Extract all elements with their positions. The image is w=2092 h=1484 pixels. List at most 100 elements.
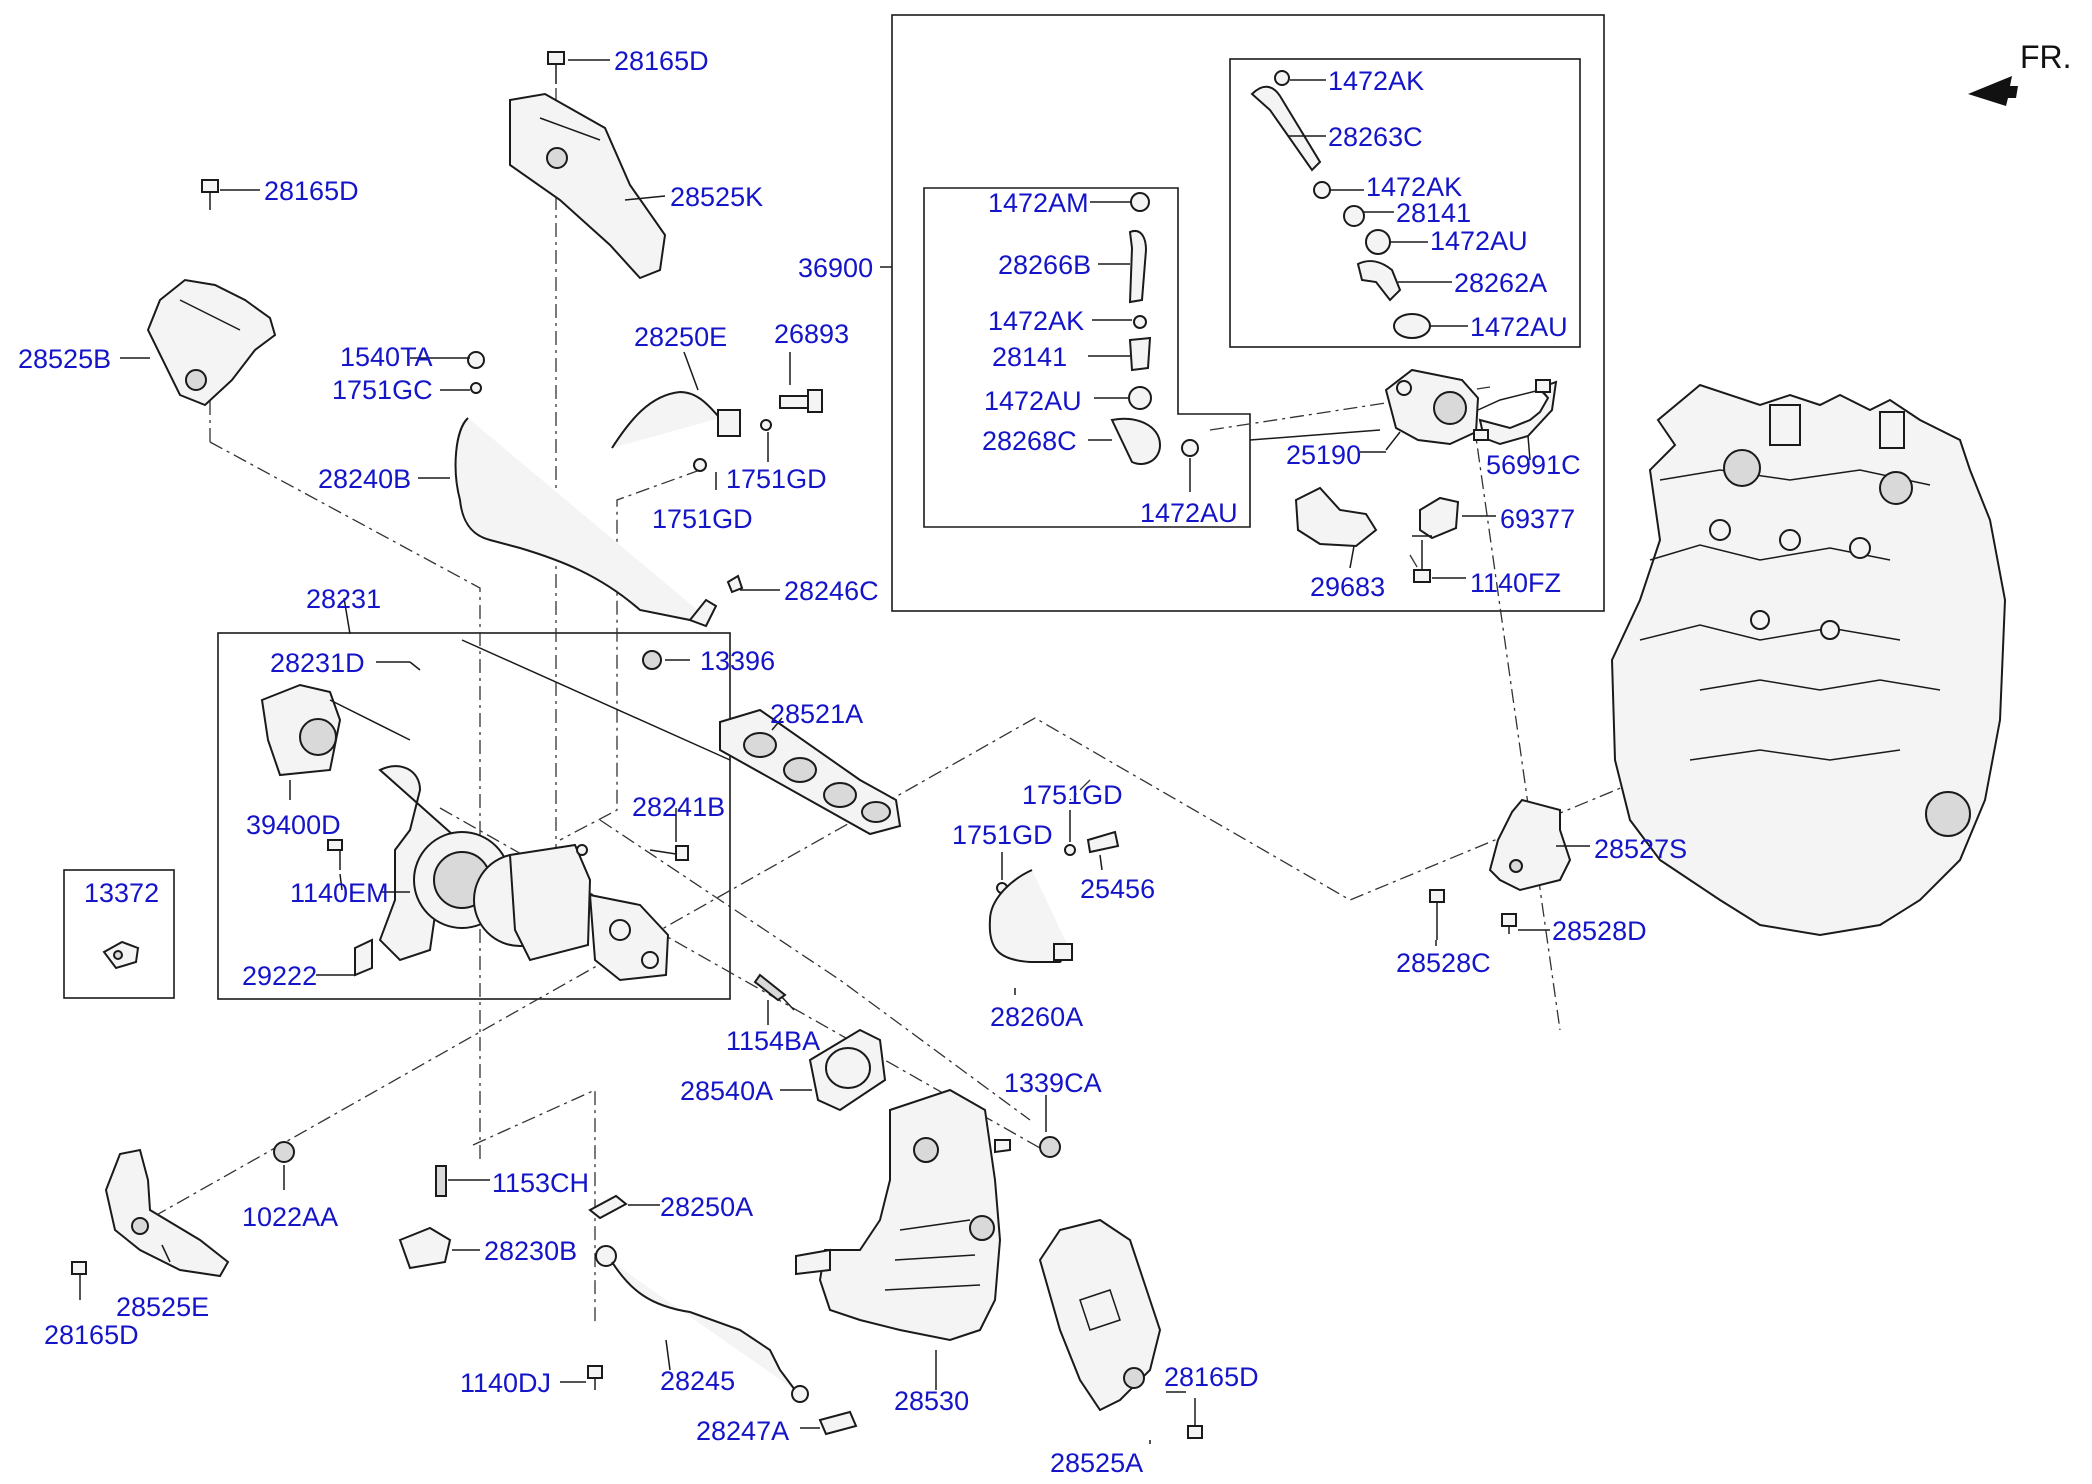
label-1472AK-c: 1472AK: [1366, 172, 1462, 202]
coolant-hoses-left-group: [1110, 192, 1199, 465]
label-69377: 69377: [1500, 504, 1575, 534]
oil-return-pipe-28245: [595, 1245, 809, 1403]
label-28530: 28530: [894, 1386, 969, 1416]
bracket-13372-icon: [102, 940, 140, 970]
label-28141-b: 28141: [1396, 198, 1471, 228]
water-pipe-28260A: [988, 830, 1120, 963]
bolt-28528D: [1501, 913, 1517, 934]
label-1339CA: 1339CA: [1004, 1068, 1102, 1098]
label-28165D-bottom-right: 28165D: [1164, 1362, 1259, 1392]
label-56991C: 56991C: [1486, 450, 1581, 480]
front-arrow-icon: [1968, 76, 2018, 106]
label-28528D: 28528D: [1552, 916, 1647, 946]
label-1472AK-a: 1472AK: [988, 306, 1084, 336]
stud-1154BA-icon: [753, 973, 787, 1002]
bolt-1140DJ: [587, 1365, 603, 1390]
nut-1022AA-icon: [273, 1141, 295, 1163]
alignment-lines: [129, 88, 1641, 1325]
label-25456: 25456: [1080, 874, 1155, 904]
label-1140EM: 1140EM: [290, 878, 389, 908]
label-1022AA: 1022AA: [242, 1202, 338, 1232]
label-28241B: 28241B: [632, 792, 725, 822]
label-28525K: 28525K: [670, 182, 763, 212]
bolt-1140FZ: [1413, 540, 1431, 583]
bolt-28165D-bottom-right: [1187, 1398, 1203, 1439]
turbocharger-assembly-28231: [260, 683, 670, 982]
label-1472AM: 1472AM: [988, 188, 1089, 218]
frame-13372: [63, 869, 175, 999]
label-1154BA: 1154BA: [726, 1026, 820, 1056]
label-1472AU-c: 1472AU: [1430, 226, 1528, 256]
label-28521A: 28521A: [770, 699, 863, 729]
part-number-labels: 28165D 28525K 28165D 28525B 1540TA 1751G…: [18, 46, 1687, 1478]
gasket-28250A-icon: [588, 1194, 628, 1220]
label-28230B: 28230B: [484, 1236, 577, 1266]
stud-1153CH-icon: [435, 1165, 447, 1197]
heat-shield-28525A: [1038, 1218, 1162, 1412]
label-1472AU-b: 1472AU: [1140, 498, 1238, 528]
wiring-harness-56991C: [1473, 379, 1558, 446]
label-1751GD-c: 1751GD: [1022, 780, 1123, 810]
label-28527S: 28527S: [1594, 834, 1687, 864]
label-25190: 25190: [1286, 440, 1361, 470]
nut-1339CA-icon: [1039, 1136, 1061, 1158]
label-1540TA: 1540TA: [340, 342, 433, 372]
label-36900: 36900: [798, 253, 873, 283]
label-13396: 13396: [700, 646, 775, 676]
label-28263C: 28263C: [1328, 122, 1423, 152]
bolt-28528C: [1429, 889, 1445, 940]
label-28165D-bottom-left: 28165D: [44, 1320, 139, 1350]
label-28246C: 28246C: [784, 576, 879, 606]
engine-block-illustration: [1610, 383, 2007, 937]
label-28245: 28245: [660, 1366, 735, 1396]
heat-shield-28525B: [146, 278, 277, 407]
label-28231: 28231: [306, 584, 381, 614]
label-1751GD-d: 1751GD: [952, 820, 1053, 850]
label-28250E: 28250E: [634, 322, 727, 352]
frame-36900-inner-right: [1229, 58, 1581, 348]
gasket-28230B-icon: [398, 1226, 452, 1270]
electric-water-pump-25190: [1384, 368, 1549, 446]
bolt-28165D-top: [547, 51, 565, 84]
label-28247A: 28247A: [696, 1416, 789, 1446]
front-direction-label: FR.: [2020, 39, 2072, 75]
bolt-28241B: [649, 845, 689, 861]
label-28250A: 28250A: [660, 1192, 753, 1222]
label-28260A: 28260A: [990, 1002, 1083, 1032]
label-28528C: 28528C: [1396, 948, 1491, 978]
label-39400D: 39400D: [246, 810, 341, 840]
frame-28231-assembly: [217, 632, 731, 1000]
label-28141-a: 28141: [992, 342, 1067, 372]
gasket-28521A: [719, 708, 902, 836]
label-1472AU-d: 1472AU: [1470, 312, 1568, 342]
label-28525A: 28525A: [1050, 1448, 1143, 1478]
gasket-28540A: [808, 1028, 887, 1112]
label-1140DJ: 1140DJ: [460, 1368, 551, 1398]
bracket-28527S: [1488, 798, 1572, 892]
front-direction-indicator: FR.: [1968, 39, 2072, 106]
label-28165D-top: 28165D: [614, 46, 709, 76]
gasket-28247A-icon: [818, 1410, 858, 1436]
label-28165D-left: 28165D: [264, 176, 359, 206]
label-1472AU-a: 1472AU: [984, 386, 1082, 416]
label-28268C: 28268C: [982, 426, 1077, 456]
label-29222: 29222: [242, 961, 317, 991]
label-1140FZ: 1140FZ: [1470, 568, 1561, 598]
oil-pipe-28250E: [611, 389, 823, 472]
heat-shield-28525E: [104, 1148, 230, 1278]
label-28266B: 28266B: [998, 250, 1091, 280]
heat-shield-28525K: [509, 92, 667, 280]
label-1153CH: 1153CH: [492, 1168, 589, 1198]
label-28525E: 28525E: [116, 1292, 209, 1322]
frame-36900-assembly: [891, 14, 1605, 612]
label-1751GC: 1751GC: [332, 375, 433, 405]
bolt-28165D-left: [201, 179, 219, 210]
label-28262A: 28262A: [1454, 268, 1547, 298]
label-28231D: 28231D: [270, 648, 365, 678]
label-28540A: 28540A: [680, 1076, 773, 1106]
label-1751GD-a: 1751GD: [726, 464, 827, 494]
label-1472AK-b: 1472AK: [1328, 66, 1424, 96]
label-26893: 26893: [774, 319, 849, 349]
bolt-28165D-bottom-left: [71, 1261, 87, 1300]
